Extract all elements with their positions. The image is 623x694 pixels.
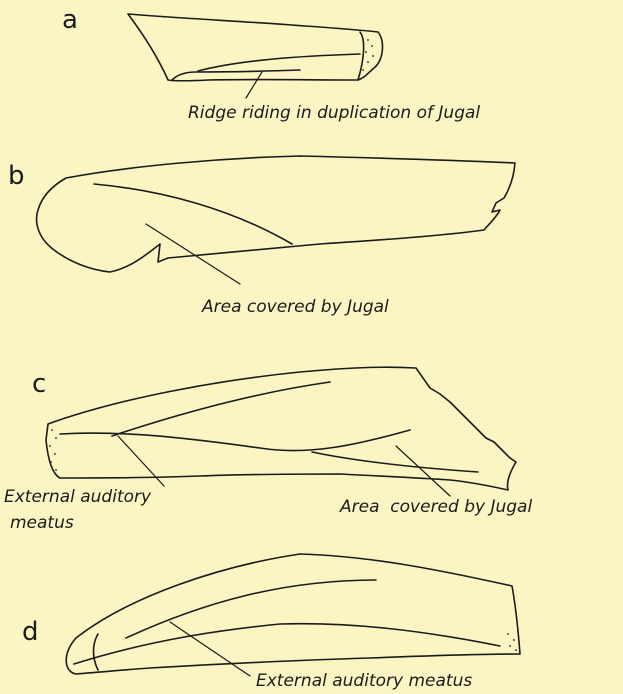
panel-d-leader	[170, 622, 250, 676]
panel-a-ridge	[198, 54, 360, 71]
panel-d-label: External auditory meatus	[256, 671, 472, 691]
panel-a-letter: a	[62, 5, 78, 35]
panel-b-letter: b	[8, 161, 25, 191]
panel-a-leader	[246, 72, 262, 98]
panel-d-meatus-edge	[74, 624, 500, 664]
panel-b-leader	[146, 224, 240, 284]
panel-d: d External auditory meatus	[22, 554, 520, 691]
panel-a-ridge-lower	[172, 70, 300, 80]
panel-d-letter: d	[22, 617, 39, 647]
panel-c-leader-left	[118, 436, 164, 486]
panel-c-bone-outline	[46, 367, 516, 490]
panel-c: c External auditory meatus Area covered …	[4, 367, 532, 533]
panel-c-meatus-edge	[60, 430, 410, 451]
panel-c-label-left-line2: meatus	[10, 513, 74, 533]
panel-b: b Area covered by Jugal	[8, 156, 515, 317]
panel-a-label: Ridge riding in duplication of Jugal	[188, 103, 480, 123]
panel-d-stipple	[507, 633, 517, 651]
panel-b-jugal-edge	[94, 184, 292, 244]
panel-c-label-right: Area covered by Jugal	[339, 497, 532, 517]
panel-a: a Ridge riding in duplication of Jugal	[62, 5, 480, 123]
panel-c-ridge	[112, 382, 330, 436]
panel-c-leader-right	[396, 446, 450, 496]
panel-c-label-left-line1: External auditory	[4, 487, 152, 507]
panel-d-meatus-opening	[94, 634, 99, 670]
panel-b-label: Area covered by Jugal	[201, 297, 389, 317]
panel-d-bone-outline	[66, 554, 520, 674]
panel-c-letter: c	[32, 369, 46, 399]
panel-b-bone-outline	[37, 156, 515, 272]
panel-c-jugal-edge	[312, 452, 478, 472]
panel-d-ridge	[126, 580, 376, 638]
panel-a-end-curve	[358, 32, 364, 80]
